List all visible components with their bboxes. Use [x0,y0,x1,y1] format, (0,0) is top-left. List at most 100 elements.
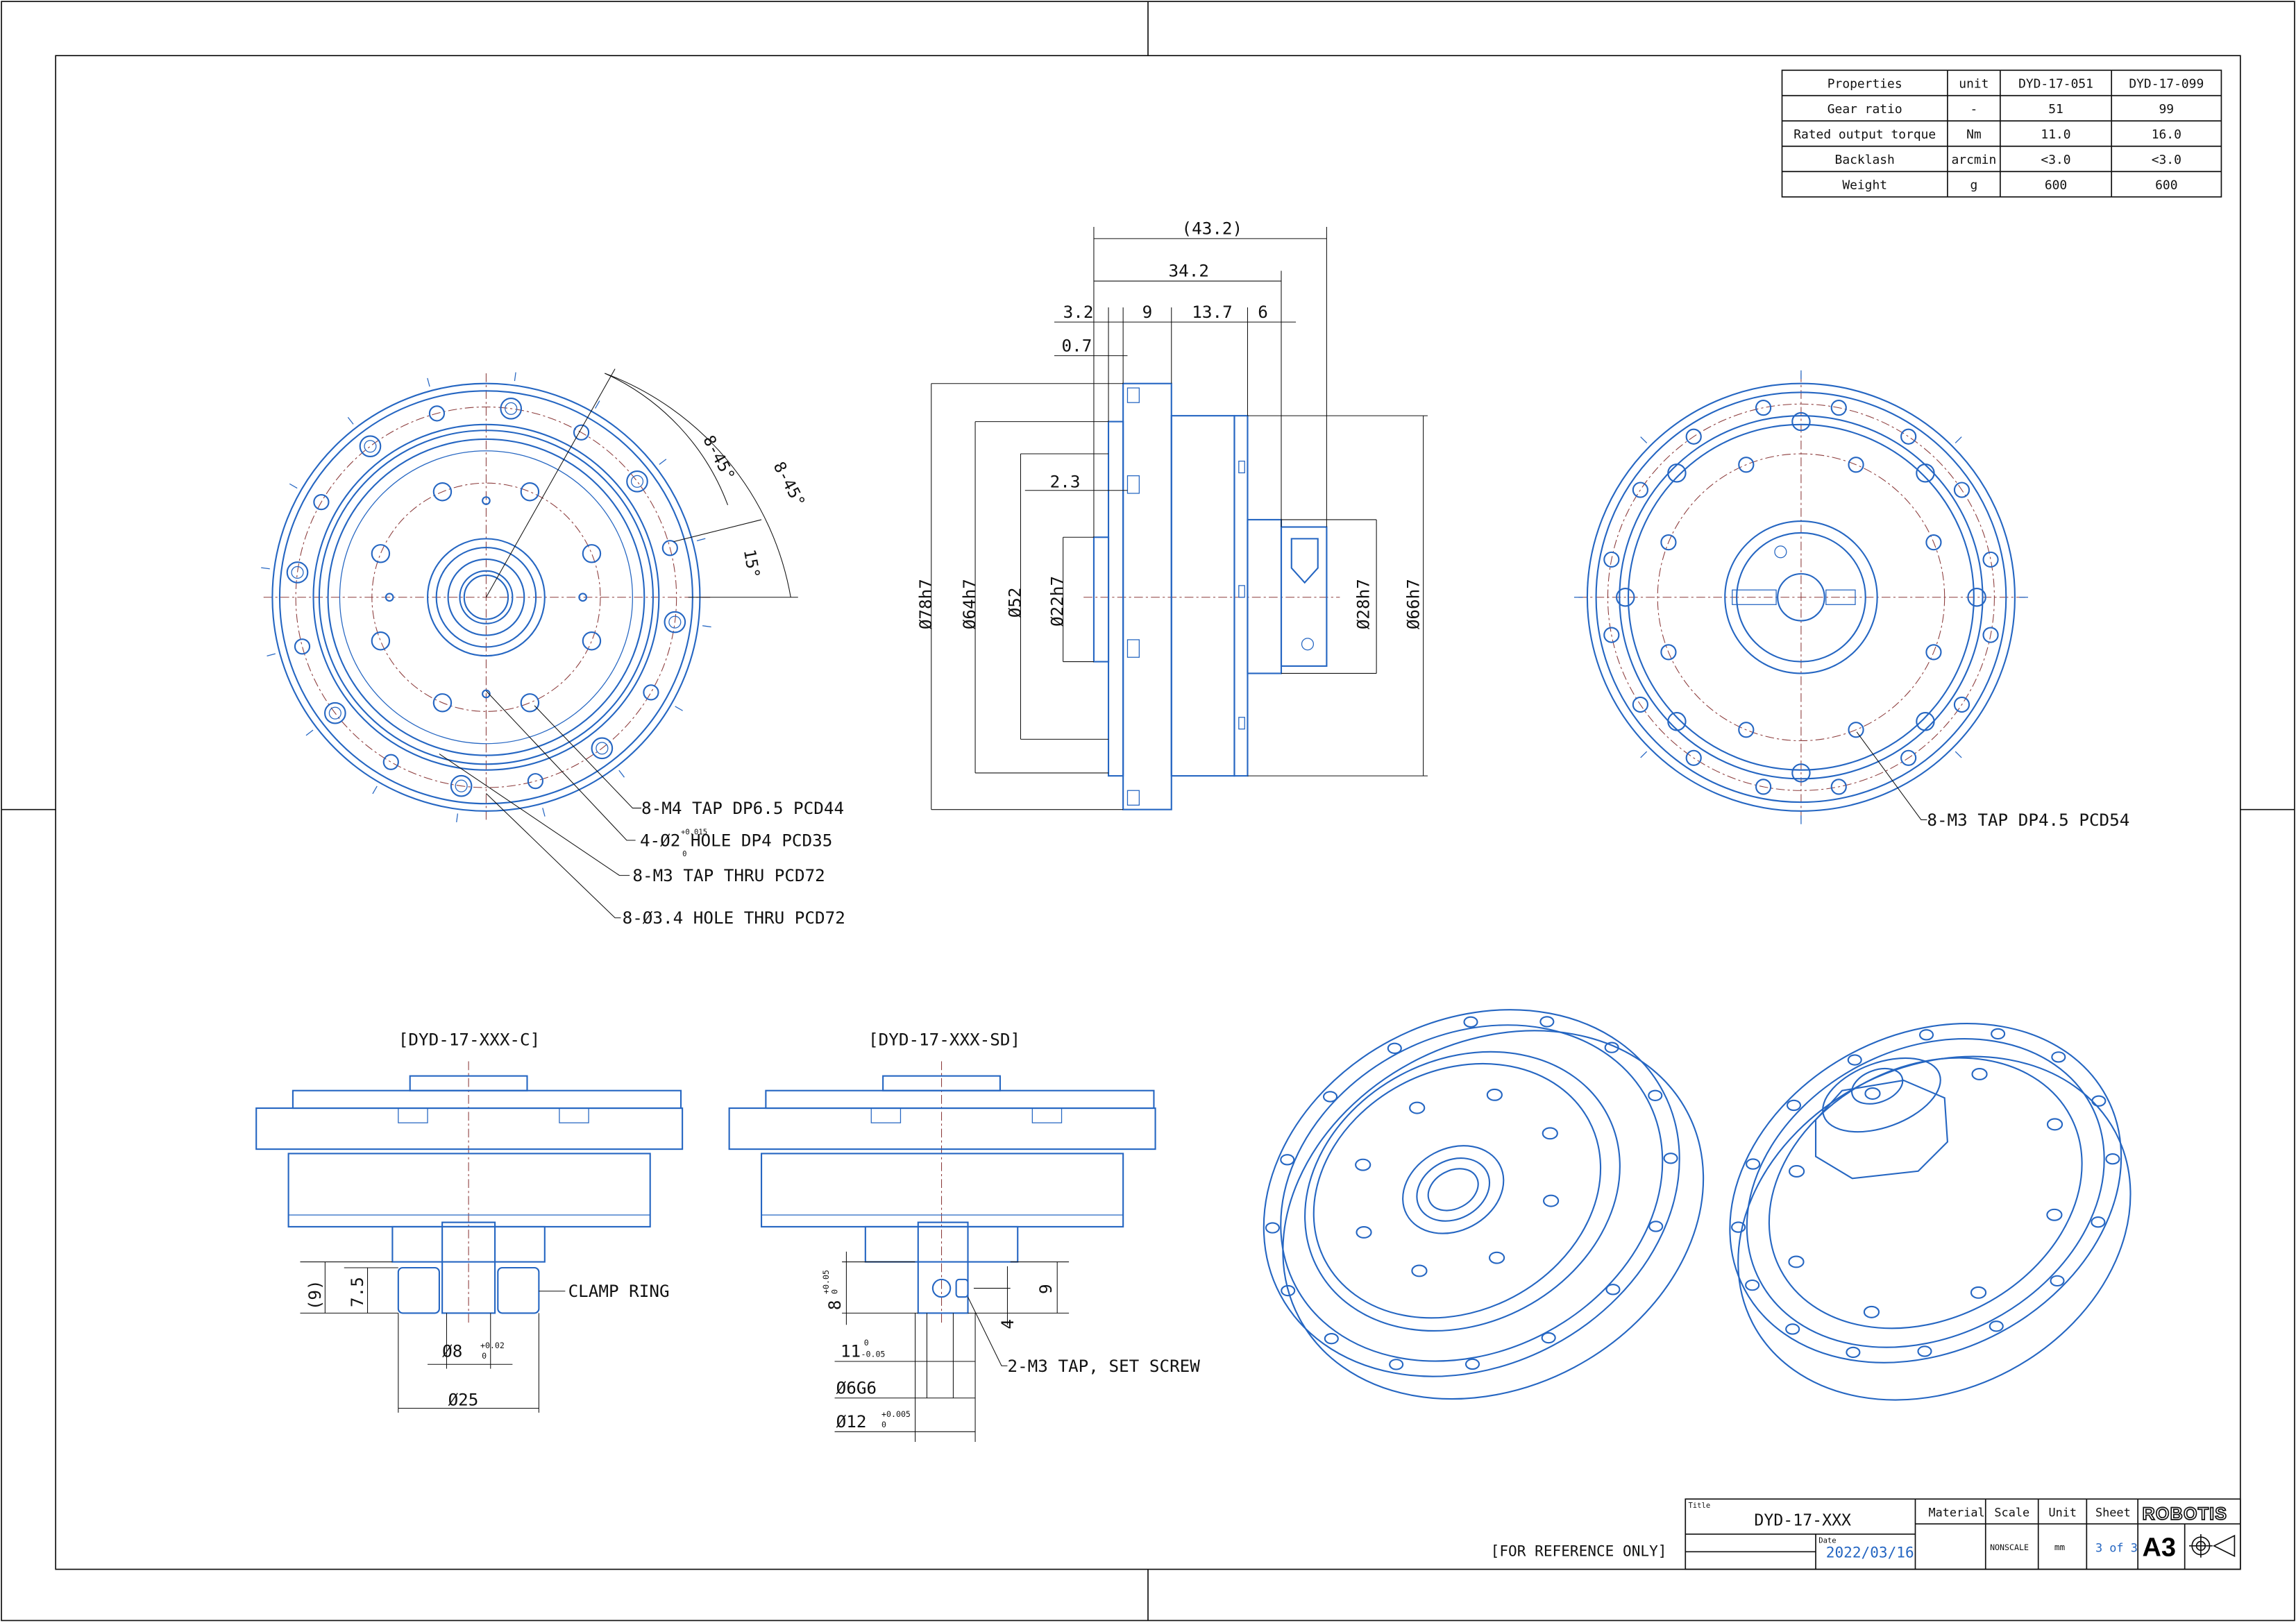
dim-34-2: 34.2 [1169,261,1209,281]
bolt-head-icon [1791,763,1811,783]
inner-border [55,55,2241,1570]
outer-hole [1900,749,1917,766]
spec-table-cell: <3.0 [2041,153,2070,167]
iso-flange-hole [1464,1358,1480,1370]
tick-mark [372,785,378,794]
thru-hole [382,754,399,770]
spec-table-cell: Rated output torque [1793,128,1936,142]
spec-table-cell: 99 [2159,102,2175,117]
drawing-date: 2022/03/16 [1826,1544,1914,1561]
title-block: [FOR REFERENCE ONLY] Title DYD-17-XXX Da… [1491,1498,2241,1570]
iso-tap-hole [1542,1127,1558,1140]
hex-socket-icon [291,566,304,579]
hex-socket-icon [630,475,644,488]
outer-hole [1685,749,1702,766]
spec-table-cell: <3.0 [2152,153,2181,167]
side-output-hub [1247,518,1283,674]
bolt-head-icon [1667,712,1687,731]
callout-dowel-tol-upper: +0.015 [681,829,707,837]
callout-thru-hole: 8-Ø3.4 HOLE THRU PCD72 [623,908,845,928]
m4-tap-hole [582,544,602,563]
iso-tap-hole [1486,1088,1503,1101]
outer-hole [1685,428,1702,445]
tick-mark [514,372,516,382]
spec-table-header: Properties [1827,77,1902,92]
iso-flange-hole [1280,1154,1295,1166]
iso-flange-hole [1648,1089,1663,1101]
tick-mark [1955,751,1962,758]
clamp-ring-label: CLAMP RING [568,1281,670,1301]
tick-mark [696,538,706,542]
iso-flange-hole [1846,1346,1861,1359]
iso-flange-hole [2051,1051,2066,1063]
outer-hole [1632,482,1648,498]
spec-table-header: DYD-17-051 [2018,77,2093,92]
iso-tap-hole [1356,1225,1372,1239]
variant-c-dim-7-5: 7.5 [347,1277,367,1307]
tick-mark [1640,751,1648,758]
rear-callout-m3-tap: 8-M3 TAP DP4.5 PCD54 [1927,810,2129,830]
iso-tap-hole [1971,1067,1988,1080]
bolt-head-icon [1791,411,1811,432]
dowel-hole [482,496,491,505]
variant-sd-dia-12-lower: 0 [881,1420,886,1429]
iso-flange-hole [1604,1042,1619,1053]
m3-tap-hole [1848,457,1864,473]
spec-table-cell: 51 [2048,102,2063,117]
callout-dowel-text: 4-Ø2 HOLE DP4 PCD35 [640,830,832,850]
outer-hole [1755,400,1772,416]
variant-c-dia-8-lower: 0 [482,1351,487,1361]
dowel-hole [578,593,587,602]
tick-mark [289,483,298,489]
outer-hole [1900,428,1917,445]
iso-tap-hole [2046,1118,2063,1131]
iso-flange-hole [1785,1323,1800,1335]
bolt-head-icon [664,611,686,634]
rear-view: 8-M3 TAP DP4.5 PCD54 [1573,370,2129,830]
spec-table-header: DYD-17-099 [2129,77,2204,92]
iso-tap-hole [1488,1251,1505,1264]
variant-sd-title: [DYD-17-XXX-SD] [868,1029,1020,1049]
variant-sd-dim-11: 11 [841,1341,861,1361]
iso-flange-hole [1265,1222,1280,1234]
m4-tap-hole [371,544,391,563]
iso-tap-hole [1355,1158,1371,1171]
iso-flange-hole [1663,1153,1678,1164]
variant-sd-dim-11-upper: 0 [864,1338,869,1348]
reference-note: [FOR REFERENCE ONLY] [1491,1543,1667,1560]
outer-hole [1755,779,1772,795]
variant-c-dia-8: Ø8 [442,1341,462,1361]
dim-6: 6 [1258,302,1268,322]
iso-tap-hole [2046,1208,2063,1221]
iso-tap-hole [1409,1101,1426,1114]
spec-table-cell: Gear ratio [1827,102,1902,117]
sheet-value: 3 of 3 [2095,1540,2138,1554]
callout-m4-tap: 8-M4 TAP DP6.5 PCD44 [641,798,844,818]
iso-flange-hole [1463,1016,1478,1028]
iso-flange-hole [1847,1054,1862,1066]
tick-mark [618,770,625,778]
iso-tap-hole [1788,1255,1805,1268]
drawing-title: DYD-17-XXX [1754,1511,1851,1529]
isometric-view-output-side [1263,1009,1705,1400]
iso-flange-hole [1991,1028,2006,1040]
robotis-logo: ROBOTIS [2142,1504,2227,1524]
hex-socket-icon [505,402,518,415]
paper-size: A3 [2142,1533,2176,1563]
iso-flange-hole [2091,1216,2106,1228]
m4-tap-hole [582,631,602,651]
dim-dia-52: Ø52 [1004,587,1024,618]
variant-sd-dim-8-lower: 0 [830,1289,840,1294]
clamp-ring-left [397,1266,440,1314]
outer-hole [1830,779,1847,795]
iso-flange-hole [2091,1095,2107,1107]
tick-mark [305,729,314,736]
spec-table-cell: 600 [2045,178,2067,193]
outer-hole [1830,400,1847,416]
variant-c-dia-8-upper: +0.02 [480,1341,505,1350]
m4-tap-hole [520,693,540,713]
bolt-head-icon [324,702,346,724]
iso-tap-hole [1863,1305,1880,1318]
pcd72-circle [295,406,677,788]
